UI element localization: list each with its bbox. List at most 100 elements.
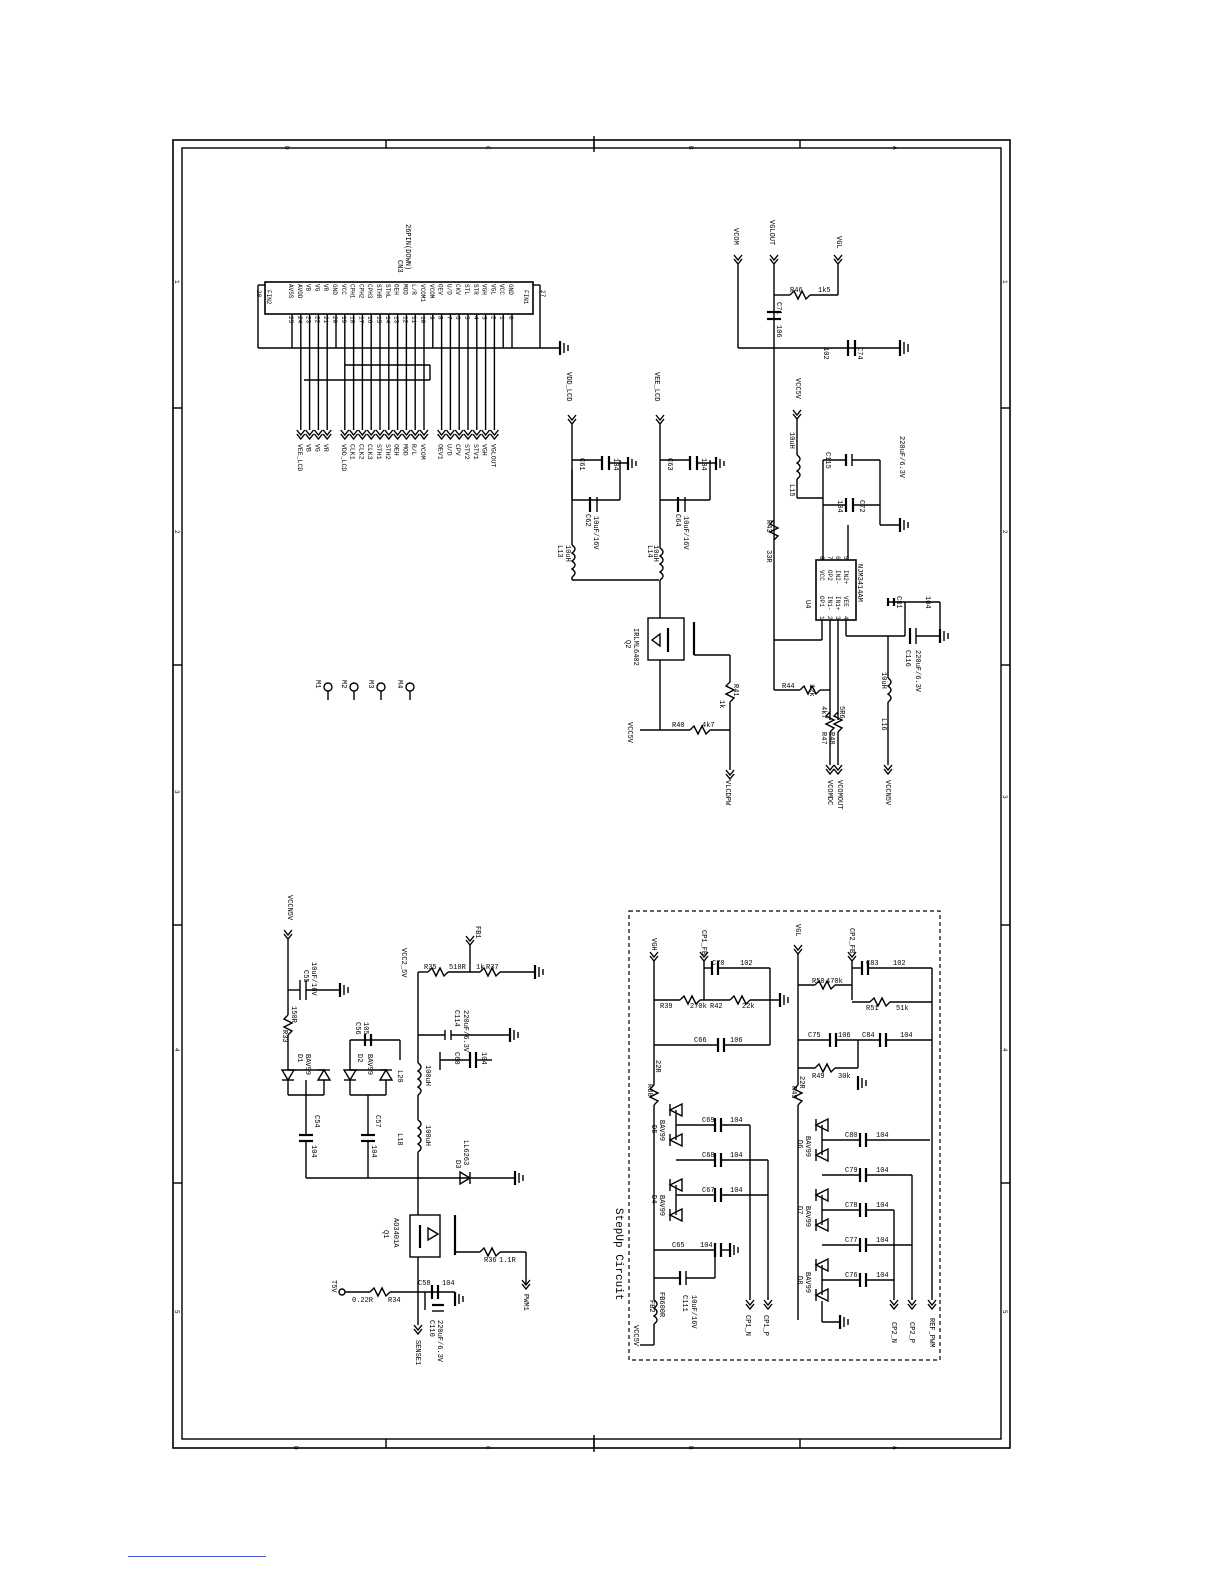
c55-ref: C55 bbox=[301, 970, 309, 983]
cn3-net-label: STV2 bbox=[463, 444, 470, 460]
ground-icon bbox=[938, 629, 949, 643]
u4-pin-right-number: 5 bbox=[842, 556, 849, 560]
cn3-fin-right: FIN1 bbox=[522, 290, 529, 305]
l15-val: 10uH bbox=[787, 432, 795, 449]
cn3-pin-number: 1 bbox=[498, 316, 505, 320]
net-cp1-n: CP1_N bbox=[743, 1315, 751, 1336]
c67-val: 104 bbox=[730, 1187, 743, 1195]
d6-type: BAV99 bbox=[803, 1136, 811, 1157]
net-vdd-lcd: VDD_LCD bbox=[564, 372, 572, 401]
c66-val: 106 bbox=[730, 1037, 743, 1045]
d8-type: BAV99 bbox=[803, 1272, 811, 1293]
c64-ref: C64 bbox=[673, 514, 681, 527]
r51-ref: R51 bbox=[866, 1005, 879, 1013]
cn3-pin-name: VG bbox=[313, 284, 320, 292]
cn3-net-label: MOD bbox=[401, 444, 408, 456]
connector-cn3: CN3 26PIN(DOWN) FIN2 28 FIN1 27 25AVSS24… bbox=[255, 224, 569, 471]
c75-val: 106 bbox=[838, 1032, 851, 1040]
net-port-icon bbox=[489, 433, 499, 441]
net-port-icon bbox=[366, 429, 376, 437]
ground-icon bbox=[838, 1315, 849, 1329]
u4-pin-left-number: 4 bbox=[842, 616, 849, 620]
r43-val: 33R bbox=[764, 550, 772, 563]
cn3-pin-number: 9 bbox=[428, 316, 435, 320]
r35-ref: R35 bbox=[424, 964, 437, 972]
cn3-net-label: CLK1 bbox=[349, 444, 356, 460]
net-port-icon bbox=[445, 433, 455, 441]
r36-ref: R36 bbox=[484, 1257, 497, 1265]
net-cp1-fb: CP1_FB bbox=[699, 930, 707, 955]
row-label-right-3: 3 bbox=[1001, 795, 1008, 799]
c114-ref: C114 bbox=[452, 1010, 460, 1027]
u4-pin-right-name: VCC bbox=[818, 570, 825, 581]
d4-ref: D4 bbox=[649, 1195, 657, 1203]
c57-val: 104 bbox=[369, 1145, 377, 1158]
net-port-icon bbox=[437, 429, 447, 437]
net-port-icon bbox=[384, 433, 394, 441]
cn3-net-label: VGLOUT bbox=[489, 444, 496, 468]
c69-val: 104 bbox=[730, 1117, 743, 1125]
cn3-pin-name: VGH bbox=[481, 284, 488, 295]
c80-ref: C80 bbox=[845, 1132, 858, 1140]
c81-ref: C81 bbox=[894, 596, 902, 609]
net-port-icon bbox=[454, 429, 464, 437]
fb2-ref: FB2 bbox=[647, 1300, 655, 1313]
net-port-icon bbox=[393, 429, 403, 437]
cn3-pin-number: 5 bbox=[463, 316, 470, 320]
r49-val: 30k bbox=[838, 1073, 851, 1081]
ground-icon bbox=[513, 1171, 524, 1185]
r46-ref: R46 bbox=[790, 287, 803, 295]
col-label-top-b: B bbox=[687, 146, 694, 150]
u4-pin-right-number: 8 bbox=[818, 556, 825, 560]
u4-pin-right-name: OP2 bbox=[826, 570, 833, 581]
c83-val: 102 bbox=[893, 960, 906, 968]
col-label-bottom-a: A bbox=[891, 1446, 898, 1450]
c79-val: 104 bbox=[876, 1167, 889, 1175]
c60-val: 104 bbox=[479, 1052, 487, 1065]
c58-val: 104 bbox=[442, 1280, 455, 1288]
cn3-pin-number: 21 bbox=[322, 316, 329, 324]
r45-val: 22R bbox=[797, 1076, 805, 1089]
cn3-pin-number: 12 bbox=[401, 316, 408, 324]
r38-ref: R38 bbox=[645, 1084, 653, 1097]
cn3-pin-name: U/D bbox=[445, 284, 452, 295]
d5-type: BAV99 bbox=[657, 1120, 665, 1141]
u4-pin-left-number: 3 bbox=[834, 616, 841, 620]
u4-pin-left-name: IN1- bbox=[826, 596, 833, 610]
col-label-top-d: D bbox=[283, 146, 290, 150]
col-label-bottom-c: C bbox=[484, 1446, 491, 1450]
c111-ref: C111 bbox=[680, 1295, 688, 1312]
r33-ref: R33 bbox=[280, 1030, 288, 1043]
net-cp2-p: CP2_P bbox=[907, 1322, 915, 1343]
cn3-net-label: VR bbox=[322, 444, 329, 452]
net-vcom: VCOM bbox=[731, 228, 739, 245]
cn3-net-label: VEE_LCD bbox=[296, 444, 303, 471]
net-port-icon bbox=[481, 433, 491, 441]
r41-val: 1k bbox=[717, 700, 725, 708]
net-ref-pwm: REF_PWM bbox=[927, 1318, 935, 1347]
r44-ref: R44 bbox=[782, 683, 795, 691]
cn3-pin-name: AVSS bbox=[287, 284, 294, 299]
net-port-icon bbox=[322, 433, 332, 441]
r39-ref: R39 bbox=[660, 1003, 673, 1011]
u4-pin-left-name: VEE bbox=[842, 596, 849, 607]
d6-ref: D6 bbox=[795, 1140, 803, 1148]
cn3-pin-number: 3 bbox=[481, 316, 488, 320]
c63-ref: C63 bbox=[665, 458, 673, 471]
net-port-icon bbox=[384, 429, 394, 437]
net-port-icon bbox=[454, 433, 464, 441]
net-sense1: SENSE1 bbox=[413, 1340, 421, 1365]
c76-ref: C76 bbox=[845, 1272, 858, 1280]
c69-ref: C69 bbox=[702, 1117, 715, 1125]
col-label-bottom-d: D bbox=[292, 1446, 299, 1450]
diode-d4 bbox=[668, 1177, 683, 1223]
c54-val: 104 bbox=[309, 1145, 317, 1158]
d2-type: BAV99 bbox=[365, 1054, 373, 1075]
row-label-left-4: 4 bbox=[173, 1048, 180, 1052]
cn3-net-label: VCOM bbox=[419, 444, 426, 460]
row-label-right-2: 2 bbox=[1001, 530, 1008, 534]
cn3-pin-number: 16 bbox=[366, 316, 373, 324]
c65-ref: C65 bbox=[672, 1242, 685, 1250]
net-port-icon bbox=[340, 433, 350, 441]
r37-val: 1k bbox=[476, 964, 484, 972]
